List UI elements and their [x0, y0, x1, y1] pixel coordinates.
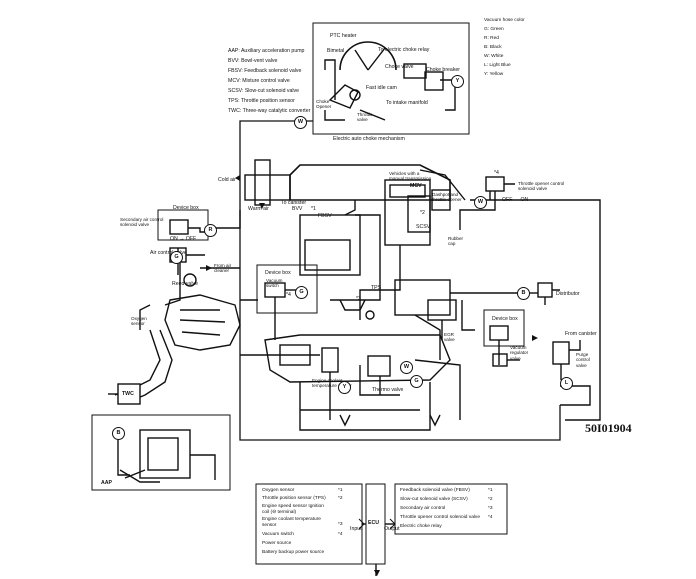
label-aap: AAP	[101, 480, 112, 486]
label-thermo-valve: Thermo valve	[372, 387, 404, 393]
ecu-output-name: Secondary air control	[400, 506, 446, 511]
hose-code-circle: G	[170, 251, 183, 264]
label-twc: TWC	[122, 391, 134, 397]
abbr-mcv: MCV: Mixture control valve	[228, 78, 290, 84]
ecu-output-label: Output	[384, 526, 400, 532]
label-on-off-left: ON → OFF	[170, 236, 197, 242]
ecu-input-name: Engine coolant temperature sensor	[262, 517, 321, 528]
label-choke-opener: Choke Opener	[316, 99, 332, 110]
label-fast-idle-cam: Fast idle cam	[366, 85, 397, 91]
abbr-twc: TWC: Three-way catalytic converter	[228, 108, 311, 114]
legend-white: W: White	[484, 54, 504, 59]
note-1-top: *1	[311, 206, 316, 212]
label-tps: TPS	[371, 285, 382, 291]
ecu-output-ref: *1	[488, 488, 493, 493]
label-reed-valve: Reed valve	[172, 281, 198, 287]
ecu-input-name: Battery backup power source	[262, 550, 325, 555]
label-electric-choke-relay: To electric choke relay	[378, 47, 430, 53]
label-device-box-left: Device box	[173, 205, 199, 211]
hose-code-circle: R	[204, 224, 217, 237]
ecu-input-label: Input	[350, 526, 362, 532]
ecu-input-ref: *3	[338, 522, 343, 527]
label-cold-air: Cold air	[218, 177, 236, 183]
ecu-output-ref: *4	[488, 515, 493, 520]
note-3-middle: *3	[356, 296, 361, 302]
label-vacuum-regulator: Vacuum regulator valve	[510, 345, 529, 361]
legend-red: R: Red	[484, 36, 499, 41]
label-mcv: MCV	[410, 183, 422, 189]
abbr-aap: AAP: Auxiliary acceleration pump	[228, 48, 305, 54]
ecu-input-name: Oxygen sensor	[262, 488, 295, 493]
hose-code-circle: W	[400, 361, 413, 374]
ecu-label: ECU	[368, 520, 379, 526]
label-throttle-valve: Throttle valve	[357, 112, 373, 123]
ecu-output-name: Throttle opener control solenoid valve	[400, 515, 480, 520]
hose-code-circle: B	[112, 427, 125, 440]
legend-lightblue: L: Light Blue	[484, 63, 511, 68]
legend-yellow: Y: Yellow	[484, 72, 504, 77]
legend-title: Vacuum hose color	[484, 18, 525, 23]
ecu-output-name: Slow-cut solenoid valve (SCSV)	[400, 497, 468, 502]
label-scsv: SCSV	[416, 224, 431, 230]
hose-code-circle: W	[294, 116, 307, 129]
hose-code-circle: Y	[451, 75, 464, 88]
abbr-tps: TPS: Throttle position sensor	[228, 98, 295, 104]
diagram-code: 50I01904	[585, 421, 632, 435]
ecu-input-name: Vacuum switch	[262, 532, 294, 537]
label-vacuum-switch: Vacuum switch	[266, 278, 283, 289]
label-electric-auto-choke: Electric auto choke mechanism	[333, 136, 405, 142]
abbr-scsv: SCSV: Slow-cut solenoid valve	[228, 88, 300, 94]
legend-green: G: Green	[484, 27, 504, 32]
ecu-output-name: Feedback solenoid valve (FBSV)	[400, 488, 470, 493]
hose-code-circle: Y	[338, 381, 351, 394]
label-ptc-heater: PTC heater	[330, 33, 357, 39]
label-egr-valve: EGR valve	[444, 332, 455, 343]
hose-code-circle: W	[474, 196, 487, 209]
ecu-input-ref: *1	[338, 488, 343, 493]
label-secondary-air-sv: Secondary air control solenoid valve	[120, 217, 164, 228]
label-oxygen-sensor: Oxygen sensor	[131, 316, 147, 327]
ecu-output-ref: *3	[488, 506, 493, 511]
label-device-box-middle: Device box	[265, 270, 291, 276]
label-rubber-cap: Rubber cap	[448, 236, 464, 247]
label-from-canister: From canister	[565, 331, 597, 337]
label-dashpot: Dashpot and throttle opener	[432, 192, 462, 203]
ecu-input-name: Engine speed sensor Ignition coil (⊖ ter…	[262, 504, 324, 515]
abbr-fbsv: FBSV: Feedback solenoid valve	[228, 68, 302, 74]
label-from-air-cleaner: From air cleaner	[214, 263, 232, 274]
ecu-input-name: Throttle position sensor (TPS)	[262, 496, 326, 501]
hose-code-circle: G	[410, 375, 423, 388]
ecu-input-ref: *2	[338, 496, 343, 501]
label-fbsv: FBSV	[318, 213, 332, 219]
label-engine-coolant-sensor: Engine coolant temperature sensor	[312, 378, 352, 389]
label-choke-valve: Choke valve	[385, 64, 414, 70]
label-throttle-opener-sv: Throttle opener control solenoid valve	[518, 181, 565, 192]
label-bimetal: Bimetal	[327, 48, 345, 54]
label-vehicles-manual: Vehicles with a manual transmission	[389, 171, 432, 182]
label-to-canister: To canister	[281, 200, 307, 206]
hose-code-circle: B	[517, 287, 530, 300]
label-to-intake-manifold: To intake manifold	[386, 100, 428, 106]
label-choke-breaker: Choke breaker	[426, 67, 461, 73]
label-device-box-right: Device box	[492, 316, 518, 322]
hose-code-circle: G	[295, 286, 308, 299]
hose-code-circle: L	[560, 377, 573, 390]
abbr-bvv: BVV: Bowl-vent valve	[228, 58, 278, 64]
ecu-input-ref: *4	[338, 532, 343, 537]
ecu-output-ref: *2	[488, 497, 493, 502]
legend-black: B: Black	[484, 45, 502, 50]
note-2-top: *2	[420, 210, 425, 216]
label-off-on-right: OFF → ON	[502, 197, 529, 203]
label-purge-control-valve: Purge control valve	[576, 352, 590, 368]
label-air-control-valve: Air control valve	[150, 250, 187, 256]
label-warm-air: Warm air	[248, 206, 269, 212]
label-bvv: BVV	[292, 206, 303, 212]
note-4-middle: *4	[286, 292, 291, 298]
ecu-input-name: Power source	[262, 541, 292, 546]
note-4-top: *4	[494, 170, 499, 176]
label-distributor: Distributor	[556, 291, 580, 297]
ecu-output-name: Electric choke relay	[400, 524, 442, 529]
